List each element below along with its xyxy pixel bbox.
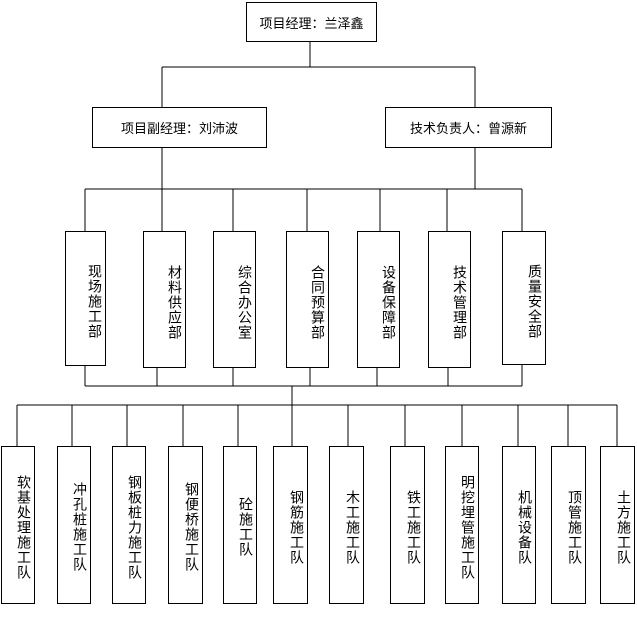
node-team-punched-pile: 冲孔桩施工队 [57,446,91,604]
node-project-manager: 项目经理：兰泽鑫 [246,2,377,42]
node-deputy-manager: 项目副经理：刘沛波 [92,107,267,148]
node-label: 钢便桥施工队 [183,482,199,572]
node-label: 材料供应部 [166,265,182,340]
node-label: 技术负责人：曾源新 [409,122,527,137]
node-dept-equipment-support: 设备保障部 [357,231,400,368]
node-dept-site-construction: 现场施工部 [65,231,106,366]
node-label: 合同预算部 [309,265,325,340]
node-label: 设备保障部 [380,265,396,340]
node-label: 技术管理部 [451,265,467,340]
node-dept-technical-management: 技术管理部 [428,231,471,368]
node-team-soft-foundation: 软基处理施工队 [1,446,35,604]
node-team-pipe-jacking: 顶管施工队 [551,446,586,604]
node-team-ironwork: 铁工施工队 [390,446,425,604]
node-label: 质量安全部 [526,263,542,339]
node-label: 现场施工部 [86,264,102,339]
node-team-earthwork: 土方施工队 [600,446,635,604]
node-team-steel-sheet-pile: 钢板桩力施工队 [112,446,146,604]
node-team-open-cut-pipe: 明挖埋管施工队 [445,446,479,604]
node-team-steel-trestle: 钢便桥施工队 [168,446,203,604]
node-team-carpentry: 木工施工队 [329,446,364,604]
node-team-machinery: 机械设备队 [502,446,536,604]
node-label: 综合办公室 [236,265,252,340]
node-label: 土方施工队 [615,489,631,565]
node-dept-quality-safety: 质量安全部 [502,231,546,365]
node-label: 项目经理：兰泽鑫 [259,16,364,32]
node-label: 砼施工队 [237,497,253,557]
node-label: 冲孔桩施工队 [71,482,87,572]
node-dept-materials-supply: 材料供应部 [143,231,186,368]
node-team-concrete: 砼施工队 [223,446,257,604]
node-dept-general-office: 综合办公室 [213,231,256,368]
node-technical-lead: 技术负责人：曾源新 [385,107,552,148]
node-label: 铁工施工队 [405,489,421,565]
node-label: 机械设备队 [516,489,532,565]
node-label: 软基处理施工队 [15,474,31,580]
node-label: 项目副经理：刘沛波 [120,122,238,137]
node-dept-contract-budget: 合同预算部 [286,231,329,368]
node-label: 钢板桩力施工队 [126,474,142,580]
node-label: 明挖埋管施工队 [459,474,475,580]
node-label: 钢筋施工队 [288,489,304,565]
node-label: 木工施工队 [344,489,360,565]
node-team-rebar: 钢筋施工队 [273,446,308,604]
node-label: 顶管施工队 [566,489,582,565]
